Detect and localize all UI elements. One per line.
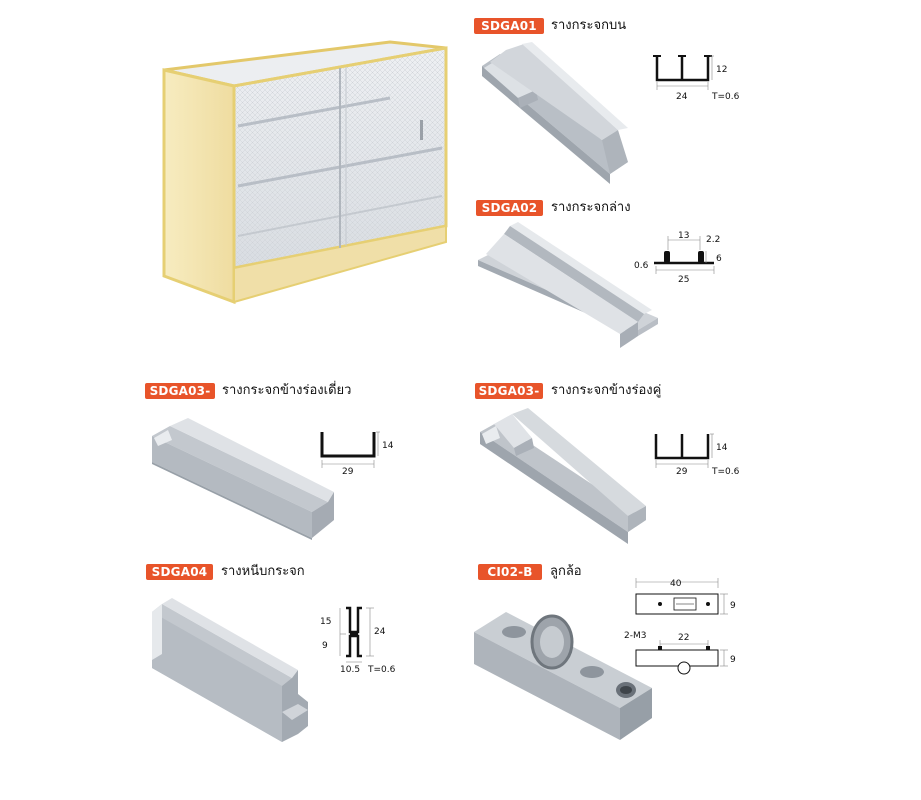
product-code-badge: SDGA03-E [475,383,543,414]
dim-upper: 15 [320,617,331,627]
dim-width: 25 [678,275,689,284]
dim-total: 24 [374,627,386,637]
dim-height: 14 [716,443,728,453]
top-track-profile-image [482,42,628,184]
dim-spacing: 22 [678,633,689,643]
glass-clamp-track-profile-image [152,598,308,742]
dim-width: 10.5 [340,665,360,675]
top-track-dimension-drawing: 12 24 T=0.6 [653,55,740,102]
product-code-badge: CI02-B [478,564,542,580]
dim-height: 14 [382,441,394,451]
product-name: ลูกล้อ [550,564,582,579]
sliding-roller-dimension-drawing: 40 9 2-M3 22 9 [624,578,736,675]
dim-screw: 2-M3 [624,631,646,641]
dim-height: 6 [716,254,722,264]
product-code-badge: SDGA01 [474,18,544,34]
dim-lip: 2.2 [706,235,720,245]
dim-height: 12 [716,65,727,75]
glass-clamp-track-dimension-drawing: 15 9 24 10.5 T=0.6 [320,606,396,675]
product-name: รางกระจกข้างร่องเดี่ยว [222,383,352,398]
product-name: รางหนีบกระจก [221,564,305,579]
dim-thickness: T=0.6 [711,467,740,477]
dim-top-height: 9 [730,601,736,611]
dim-thickness: T=0.6 [711,92,740,102]
single-side-track-dimension-drawing: 14 29 [320,431,394,476]
dim-side-height: 9 [730,655,736,665]
bottom-track-profile-image [478,222,658,348]
double-side-track-profile-image [480,408,646,544]
dim-thickness: 0.6 [634,261,649,271]
product-code-badge: SDGA04 [146,564,213,580]
display-cabinet-image [162,40,448,305]
dim-width: 24 [676,92,688,102]
product-code-badge: SDGA03-U [145,383,215,414]
product-name: รางกระจกล่าง [551,200,631,215]
product-name: รางกระจกข้างร่องคู่ [551,383,662,398]
product-code-badge: SDGA02 [476,200,543,216]
dim-lower: 9 [322,641,328,651]
dim-inner: 13 [678,231,689,241]
dim-thickness: T=0.6 [367,665,396,675]
product-name: รางกระจกบน [551,18,627,33]
dim-width: 29 [676,467,688,477]
bottom-track-dimension-drawing: 13 2.2 6 0.6 25 [634,231,722,284]
dim-length: 40 [670,579,682,589]
double-side-track-dimension-drawing: 14 29 T=0.6 [654,433,740,477]
single-side-track-profile-image [152,418,334,540]
dim-width: 29 [342,467,354,476]
sliding-roller-image [474,612,652,740]
